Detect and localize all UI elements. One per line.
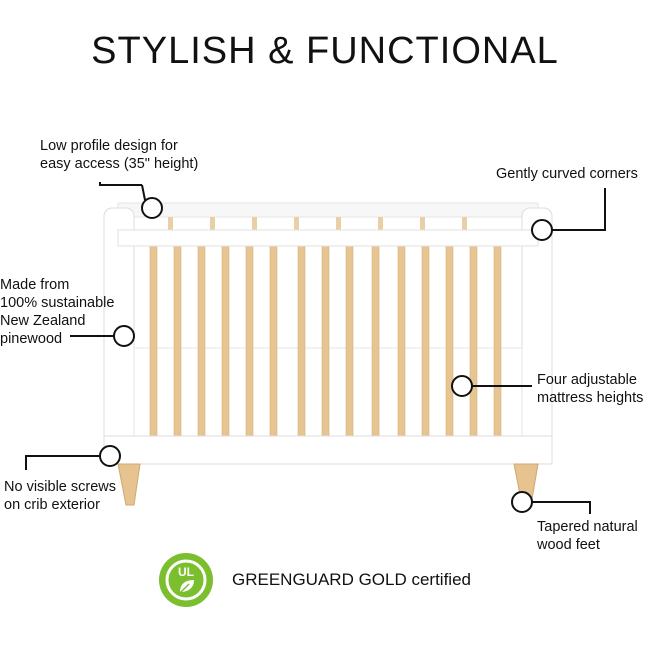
badge-ul-text: UL [178,565,194,579]
feature-low-profile: Low profile design for easy access (35" … [40,138,199,172]
feature-mattress-heights: Four adjustable mattress heights [537,372,644,406]
crib-left-foot [117,463,141,506]
ul-greenguard-leaf-icon: UL [159,553,213,607]
feature-tapered-feet: Tapered natural wood feet [537,519,638,553]
greenguard-label: GREENGUARD GOLD certified [232,570,471,589]
feature-curved-corners: Gently curved corners [496,166,638,182]
crib-bottom-rail [103,435,553,465]
feature-pinewood: Made from 100% sustainable New Zealand p… [0,277,115,347]
page-title: STYLISH & FUNCTIONAL [91,30,559,72]
crib-back-slats [168,217,467,237]
feature-no-screws: No visible screws on crib exterior [4,479,116,513]
